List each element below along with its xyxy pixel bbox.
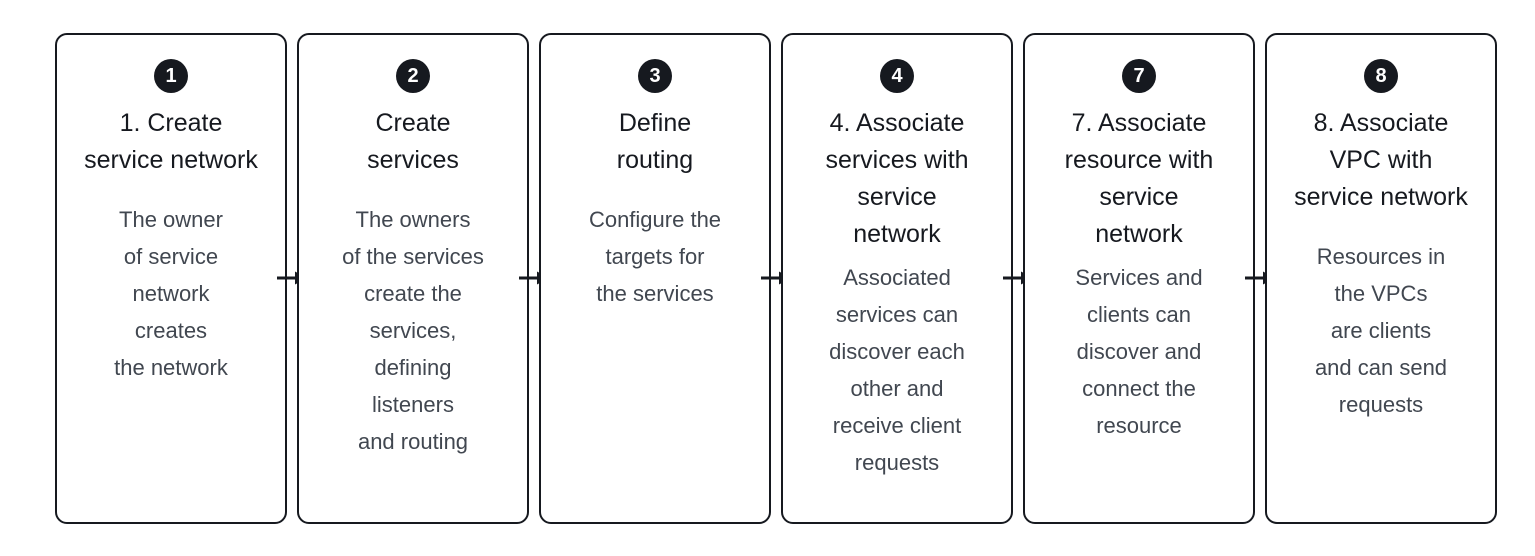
step-badge-3: 3	[638, 58, 672, 93]
step-badge-4: 4	[880, 58, 914, 93]
connector-3-to-4	[761, 264, 791, 292]
connector-4-to-7	[1003, 264, 1033, 292]
connector-2-to-3	[519, 264, 549, 292]
connector-7-to-8	[1245, 264, 1275, 292]
step-badge-8: 8	[1364, 58, 1398, 93]
step-badge-1: 1	[154, 58, 188, 93]
step-badge-2: 2	[396, 58, 430, 93]
connector-1-to-2	[277, 264, 307, 292]
step-badge-7: 7	[1122, 58, 1156, 93]
